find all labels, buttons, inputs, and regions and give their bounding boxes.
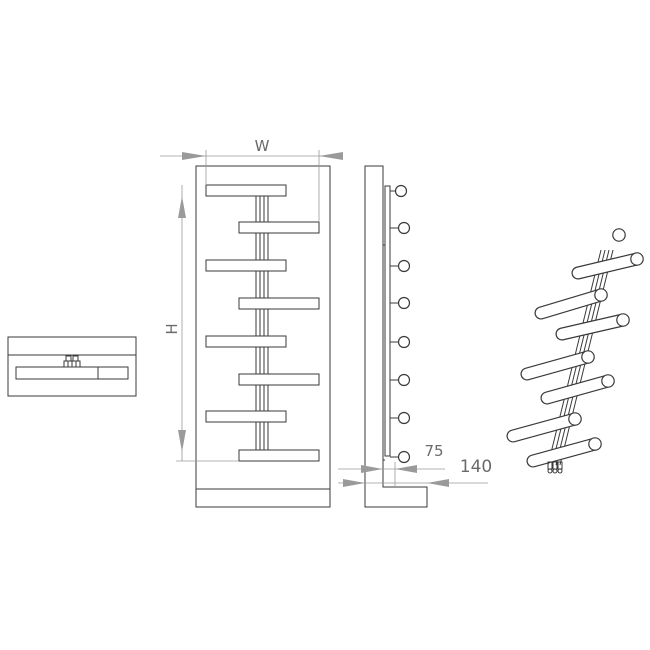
side-tube-6	[397, 373, 411, 387]
front-bar-3	[205, 259, 287, 272]
top-view-outline	[7, 336, 137, 397]
depth-total-label: 140	[460, 457, 492, 477]
top-view-valves	[63, 355, 81, 368]
height-dimension: H	[163, 185, 239, 462]
side-tube-1	[394, 184, 408, 198]
side-tube-5	[397, 335, 411, 349]
iso-tube-2	[571, 252, 644, 280]
front-bar-7	[205, 410, 287, 423]
side-view: 75 140	[338, 165, 492, 508]
side-tube-2	[397, 221, 411, 235]
front-bar-6	[238, 373, 320, 386]
front-bar-5	[205, 335, 287, 348]
front-bar-8	[238, 449, 320, 462]
side-tube-8	[397, 450, 411, 464]
height-label: H	[163, 323, 181, 334]
side-tube-3	[397, 259, 411, 273]
front-view-collector	[255, 196, 269, 452]
iso-tube-1	[551, 228, 626, 259]
depth-wall-label: 75	[424, 442, 443, 460]
width-dimension: W	[160, 137, 343, 222]
depth-wall-dimension: 75	[338, 442, 445, 486]
iso-tube-5	[520, 350, 595, 381]
iso-tube-7	[506, 412, 582, 443]
top-view	[7, 336, 137, 397]
front-bar-2	[238, 221, 320, 234]
iso-tube-4	[555, 313, 630, 341]
front-view-outline	[195, 165, 331, 508]
top-view-bar	[15, 366, 129, 380]
side-tube-4	[397, 296, 411, 310]
iso-tube-8	[526, 437, 602, 468]
side-view-profile	[364, 165, 428, 508]
front-view: W H	[160, 137, 343, 508]
iso-tube-6	[540, 374, 615, 405]
isometric-view	[506, 228, 644, 474]
iso-tube-3	[534, 288, 608, 320]
side-tube-7	[397, 411, 411, 425]
front-bar-1	[205, 184, 287, 197]
width-label: W	[255, 137, 270, 155]
side-view-collector	[384, 185, 391, 457]
iso-valves	[547, 461, 563, 474]
depth-total-dimension: 140	[338, 457, 492, 487]
front-bar-4	[238, 297, 320, 310]
